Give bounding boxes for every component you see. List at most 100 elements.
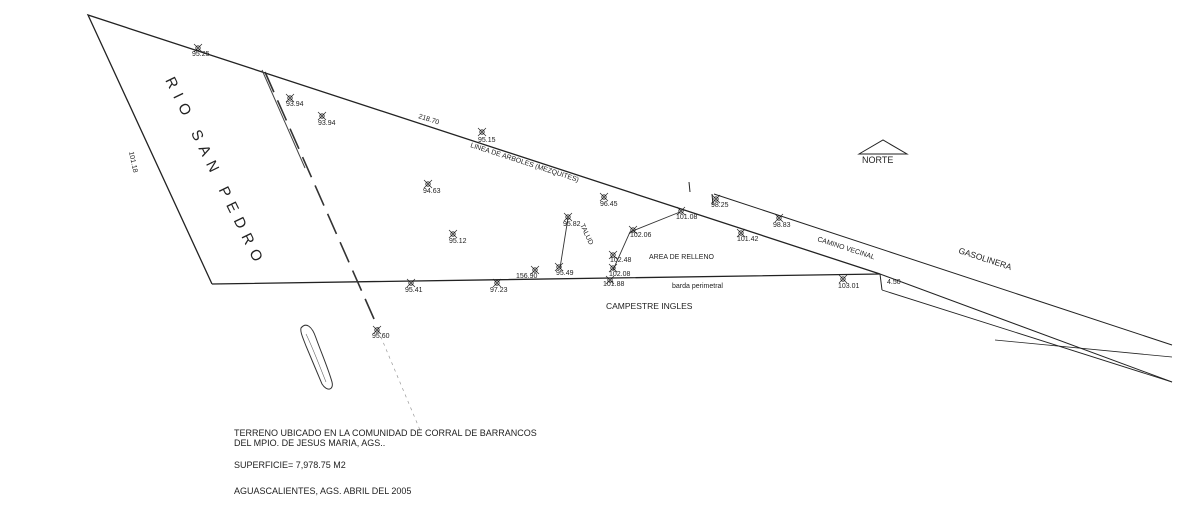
survey-point-marker xyxy=(610,265,616,271)
survey-point-cross xyxy=(448,229,458,239)
elevation-label: 95.49 xyxy=(556,270,574,277)
elevation-label: 95.82 xyxy=(563,221,581,228)
survey-point-marker xyxy=(565,214,571,220)
survey-point-marker xyxy=(532,267,538,273)
survey-point-cross xyxy=(608,250,618,260)
survey-point-marker xyxy=(630,227,636,233)
corner-line xyxy=(879,273,883,291)
survey-point-marker xyxy=(195,45,201,51)
tree-line-label: LINEA DE ARBOLES (MEZQUITES) xyxy=(469,142,579,184)
road-edge-3 xyxy=(881,289,1173,383)
elevation-label: 95.60 xyxy=(372,333,390,340)
island-shape xyxy=(300,324,333,390)
survey-point-marker xyxy=(425,181,431,187)
survey-point-cross xyxy=(372,325,382,335)
survey-point-marker xyxy=(408,280,414,286)
survey-point-marker xyxy=(287,95,293,101)
road-edge-2 xyxy=(879,273,1173,383)
top-edge-measure: 218.70 xyxy=(417,113,440,126)
elevation-label: 95.25 xyxy=(192,51,210,58)
survey-point-marker xyxy=(678,208,684,214)
road-tick-2 xyxy=(711,193,714,206)
elevation-label: 95.15 xyxy=(478,137,496,144)
slope-line-right xyxy=(612,211,681,271)
survey-point-marker xyxy=(319,113,325,119)
elevation-label: 96.45 xyxy=(600,201,618,208)
road-label: CAMINO VECINAL xyxy=(816,236,875,261)
side-measure: 101.18 xyxy=(127,151,138,174)
elevation-label: 97.23 xyxy=(490,287,508,294)
road-tick xyxy=(688,181,691,193)
neighbor-label: CAMPESTRE INGLES xyxy=(606,301,693,311)
elevation-label: 95.41 xyxy=(405,287,423,294)
survey-point-marker xyxy=(494,280,500,286)
river-line xyxy=(261,69,306,169)
area-line: SUPERFICIE= 7,978.75 M2 xyxy=(234,460,346,470)
survey-point-cross xyxy=(477,127,487,137)
survey-point-marker xyxy=(479,129,485,135)
elevation-label: 101.42 xyxy=(737,236,759,243)
river-label: RIO SAN PEDRO xyxy=(161,74,268,270)
elevation-label: 101.88 xyxy=(603,281,625,288)
plan-notes: TERRENO UBICADO EN LA COMUNIDAD DE CORRA… xyxy=(234,428,537,496)
survey-point-cross xyxy=(193,43,203,53)
elevation-label: 156.90 xyxy=(516,273,538,280)
survey-point-marker xyxy=(607,277,613,283)
survey-point-cross xyxy=(736,228,746,238)
survey-point-cross xyxy=(628,225,638,235)
elevation-markers xyxy=(193,43,848,335)
location-line-1: TERRENO UBICADO EN LA COMUNIDAD DE CORRA… xyxy=(234,428,537,438)
survey-point-cross xyxy=(317,111,327,121)
survey-point-cross xyxy=(406,278,416,288)
elevation-label: 93.94 xyxy=(318,120,336,127)
survey-point-cross xyxy=(530,265,540,275)
road-edge-4 xyxy=(994,339,1173,358)
survey-point-cross xyxy=(563,212,573,222)
elevation-label: 102.48 xyxy=(610,257,632,264)
survey-point-cross xyxy=(285,93,295,103)
place-date-line: AGUASCALIENTES, AGS. ABRIL DEL 2005 xyxy=(234,486,412,496)
survey-point-cross xyxy=(554,262,564,272)
survey-point-marker xyxy=(556,264,562,270)
survey-point-cross xyxy=(676,206,686,216)
island-inner xyxy=(305,333,327,383)
survey-point-cross xyxy=(599,192,609,202)
wall-label: barda perimetral xyxy=(672,283,723,290)
slope-line-left xyxy=(559,217,569,269)
gas-station-label: GASOLINERA xyxy=(957,245,1013,272)
survey-point-marker xyxy=(776,215,782,221)
elevation-label: 93.94 xyxy=(286,101,304,108)
slope-label: TALUD xyxy=(578,223,594,246)
survey-point-cross xyxy=(774,213,784,223)
dashed-centerline xyxy=(264,71,379,329)
location-line-2: DEL MPIO. DE JESUS MARIA, AGS.. xyxy=(234,438,386,448)
survey-point-marker xyxy=(738,230,744,236)
survey-point-cross xyxy=(838,274,848,284)
north-arrow-icon xyxy=(857,139,909,155)
survey-point-marker xyxy=(840,276,846,282)
centerline-tail xyxy=(377,329,421,431)
road-edge-1 xyxy=(713,193,1173,346)
elevation-label: 98.25 xyxy=(711,202,729,209)
survey-point-marker xyxy=(610,252,616,258)
property-boundary xyxy=(86,13,881,285)
elevation-label: 101.08 xyxy=(676,214,698,221)
survey-point-cross xyxy=(492,278,502,288)
elevation-label: 102.08 xyxy=(609,271,631,278)
survey-point-cross xyxy=(711,194,721,204)
survey-point-marker xyxy=(450,231,456,237)
elevation-label: 103.01 xyxy=(838,283,860,290)
survey-point-marker xyxy=(374,327,380,333)
survey-point-cross xyxy=(423,179,433,189)
survey-point-cross xyxy=(605,275,615,285)
elevation-label: 98.83 xyxy=(773,222,791,229)
elevation-label: 95.12 xyxy=(449,238,467,245)
survey-point-marker xyxy=(601,194,607,200)
fill-area-label: AREA DE RELLENO xyxy=(649,254,715,261)
survey-point-marker xyxy=(713,196,719,202)
survey-point-cross xyxy=(608,263,618,273)
elevation-label: 94.63 xyxy=(423,188,441,195)
corner-measure: 4.50 xyxy=(887,279,901,286)
elevation-label: 102.06 xyxy=(630,232,652,239)
